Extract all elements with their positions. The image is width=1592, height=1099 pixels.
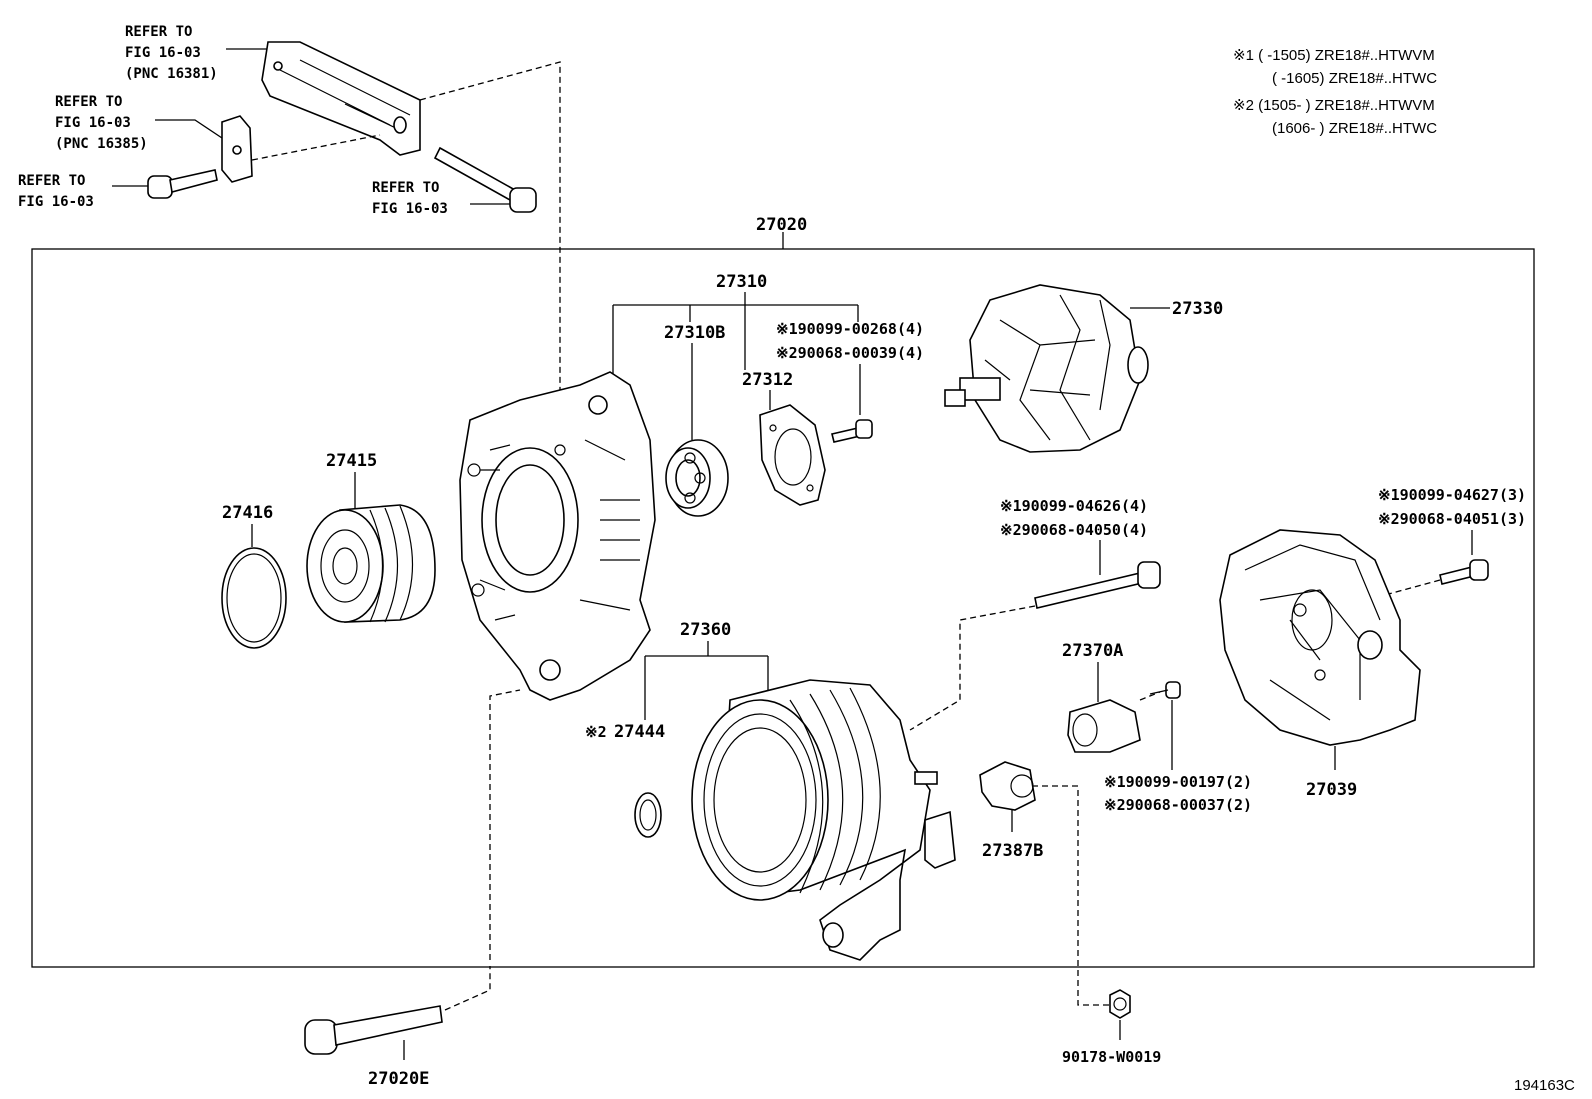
note-1-line-1: ※1 ( -1505) ZRE18#..HTWVM [1233, 47, 1435, 64]
pnum-190099-04627: ※190099-04627(3) [1378, 486, 1526, 504]
part-label-27039: 27039 [1306, 780, 1357, 800]
ref-1-line-1: REFER TO [125, 24, 192, 40]
cap-drawing [221, 547, 287, 649]
retainer-plate-drawing [759, 404, 826, 506]
bracket-16381-drawing [261, 41, 421, 156]
screw-brush-holder-drawing [1149, 681, 1181, 699]
ref-3-line-1: REFER TO [18, 173, 85, 189]
part-label-27444: 27444 [614, 722, 665, 742]
part-label-27360: 27360 [680, 620, 731, 640]
ref-1-line-3: (PNC 16381) [125, 66, 218, 82]
part-label-27020E: 27020E [368, 1069, 429, 1089]
pnum-290068-00039: ※290068-00039(4) [776, 344, 924, 362]
pnum-290068-04051: ※290068-04051(3) [1378, 510, 1526, 528]
bracket-16385-drawing [221, 115, 253, 183]
pnum-290068-04050: ※290068-04050(4) [1000, 521, 1148, 539]
part-label-27312: 27312 [742, 370, 793, 390]
note-2-line-2: (1606- ) ZRE18#..HTWC [1272, 120, 1437, 137]
pnum-mark-2: ※2 [585, 723, 607, 741]
rotor-drawing [944, 284, 1149, 453]
note-1-line-2: ( -1605) ZRE18#..HTWC [1272, 70, 1437, 87]
ref-2-line-1: REFER TO [55, 94, 122, 110]
part-label-27416: 27416 [222, 503, 273, 523]
part-label-27387B: 27387B [982, 841, 1043, 861]
bearing-drawing [665, 439, 729, 517]
part-label-27310B: 27310B [664, 323, 725, 343]
part-label-27370A: 27370A [1062, 641, 1123, 661]
pnum-190099-00268: ※190099-00268(4) [776, 320, 924, 338]
figure-id: 194163C [1514, 1077, 1575, 1094]
screw-27312-drawing [831, 419, 873, 443]
pnum-190099-04626: ※190099-04626(4) [1000, 497, 1148, 515]
reference-labels: REFER TO FIG 16-03 (PNC 16381) REFER TO … [18, 24, 448, 217]
rear-cover-drawing [1219, 529, 1421, 746]
bolt-long-top-drawing [433, 146, 537, 213]
part-label-90178-W0019: 90178-W0019 [1062, 1048, 1161, 1066]
pulley-drawing [306, 504, 436, 623]
part-label-27310: 27310 [716, 272, 767, 292]
drive-end-frame-drawing [459, 371, 656, 701]
ref-2-line-2: FIG 16-03 [55, 115, 131, 131]
ref-2-line-3: (PNC 16385) [55, 136, 148, 152]
note-2-line-1: ※2 (1505- ) ZRE18#..HTWVM [1233, 97, 1435, 114]
ref-3-line-2: FIG 16-03 [18, 194, 94, 210]
pnum-190099-00197: ※190099-00197(2) [1104, 773, 1252, 791]
brush-holder-drawing [1067, 699, 1141, 753]
through-bolt-drawing [1034, 561, 1161, 609]
washer-drawing [634, 792, 662, 838]
pnum-290068-00037: ※290068-00037(2) [1104, 796, 1252, 814]
part-label-27330: 27330 [1172, 299, 1223, 319]
ref-1-line-2: FIG 16-03 [125, 45, 201, 61]
bolt-left-drawing [147, 169, 218, 199]
stator-rear-frame-drawing [691, 679, 956, 961]
part-label-27415: 27415 [326, 451, 377, 471]
small-bolt-rear-cover-drawing [1439, 559, 1489, 585]
ref-4-line-2: FIG 16-03 [372, 201, 448, 217]
part-label-27020: 27020 [756, 215, 807, 235]
mounting-bolt-drawing [304, 1005, 443, 1055]
applicability-notes: ※1 ( -1505) ZRE18#..HTWVM ( -1605) ZRE18… [1233, 47, 1437, 137]
nut-drawing [1109, 989, 1131, 1019]
ref-4-line-1: REFER TO [372, 180, 439, 196]
terminal-insulator-drawing [979, 761, 1036, 811]
